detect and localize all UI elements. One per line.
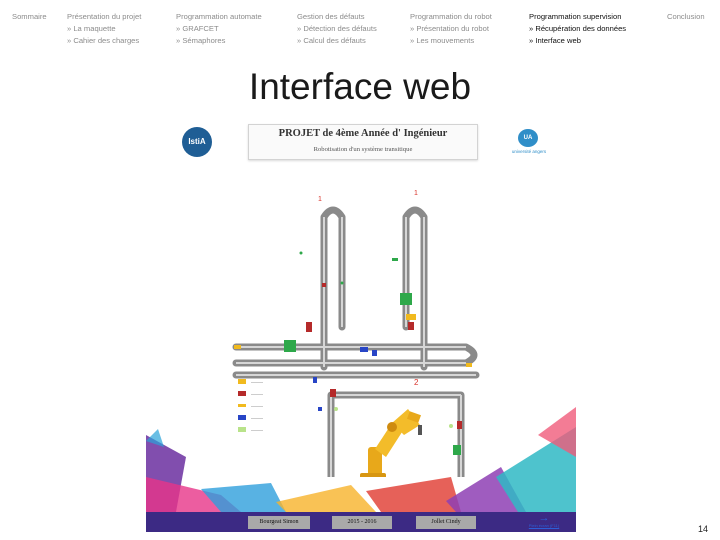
nav-section-conclusion[interactable]: Conclusion [667,11,705,23]
nav-subitem[interactable]: » Détection des défauts [297,24,377,33]
transitic-diagram: 1 1 2 [232,190,480,477]
shuttle-yellow [406,314,416,320]
nav-subitem[interactable]: » Cahier des charges [67,36,140,45]
shuttle-marker [330,389,336,397]
legend-item: ——— [238,379,308,389]
marker-yellow [466,363,472,367]
university-logo-caption: université angers [511,149,547,154]
station-marker [400,293,412,305]
nav-section-title[interactable]: Présentation du projet [67,12,142,21]
arrow-right-icon[interactable]: → [538,512,550,524]
robot-arm [360,409,422,477]
rail-main-upper [232,343,478,367]
sensor-light [449,424,453,428]
decorative-background [146,407,576,512]
section-nav: Sommaire Présentation du projet » La maq… [0,0,720,52]
nav-section-supervision[interactable]: Programmation supervision » Récupération… [529,11,626,47]
nav-subitem[interactable]: » Récupération des données [529,24,627,33]
sensor-light [392,258,398,261]
footer-author-2: Jollet Cindy [416,516,476,529]
nav-section-sommaire[interactable]: Sommaire [12,11,47,23]
nav-section-presentation[interactable]: Présentation du projet » La maquette » C… [67,11,141,47]
sensor-light [299,251,303,255]
marker-yellow [234,345,241,349]
nav-subitem[interactable]: » GRAFCET [176,24,219,33]
shuttle-marker [408,322,414,330]
nav-subitem[interactable]: » La maquette [67,24,116,33]
nav-section-title[interactable]: Gestion des défauts [297,12,365,21]
nav-subitem[interactable]: » Les mouvements [410,36,475,45]
header-title: PROJET de 4ème Année d' Ingénieur [278,128,448,139]
nav-subitem[interactable]: » Calcul des défauts [297,36,366,45]
warning-number: 1 [318,196,322,203]
nav-section-title[interactable]: Programmation automate [176,12,262,21]
legend-item: ——— [238,391,308,401]
station-marker [284,340,296,352]
fullscreen-link[interactable]: → Plein écran (F11) [520,512,568,529]
nav-section-title[interactable]: Sommaire [12,12,47,21]
sensor-marker [360,347,368,352]
nav-section-title[interactable]: Programmation supervision [529,12,622,21]
page-title: Interface web [248,66,472,107]
nav-section-robot[interactable]: Programmation du robot » Présentation du… [410,11,492,47]
legend-item: ——— [238,415,308,425]
shuttle-marker [306,322,312,332]
rail-inner-lines [236,217,476,477]
sensor-marker [372,350,377,356]
slide-header: PROJET de 4ème Année d' Ingénieur Roboti… [248,124,478,160]
istia-logo: IstiA [182,127,212,157]
warning-number: 1 [414,190,418,197]
nav-section-defauts[interactable]: Gestion des défauts » Détection des défa… [297,11,377,47]
rail-left-loop [320,206,346,371]
sensor-marker [318,407,322,411]
nav-subitem[interactable]: » Présentation du robot [410,24,489,33]
legend-item: ——— [238,427,308,437]
nav-section-automate[interactable]: Programmation automate » GRAFCET » Sémap… [176,11,262,47]
web-interface-screenshot: IstiA PROJET de 4ème Année d' Ingénieur … [146,117,576,532]
legend-item: ——— [238,403,308,413]
fullscreen-link-label[interactable]: Plein écran (F11) [528,523,560,528]
sensor-light [334,407,338,411]
warning-number: 2 [414,378,419,387]
page-number: 14 [697,524,708,534]
sensor-light [340,281,344,285]
nav-section-title[interactable]: Programmation du robot [410,12,492,21]
rail-right-loop [402,206,428,371]
nav-subitem[interactable]: » Sémaphores [176,36,226,45]
shuttle-marker [322,283,326,287]
nav-section-title[interactable]: Conclusion [667,12,705,21]
station-marker [453,445,461,455]
nav-subitem-current[interactable]: » Interface web [529,36,581,45]
university-logo: UA [518,129,538,147]
sensor-marker [313,377,317,383]
footer-author-1: Bourgeat Simon [248,516,310,529]
footer-year: 2015 - 2016 [332,516,392,529]
header-subtitle: Robotisation d'un système transitique [313,146,413,153]
shuttle-marker [457,421,462,429]
